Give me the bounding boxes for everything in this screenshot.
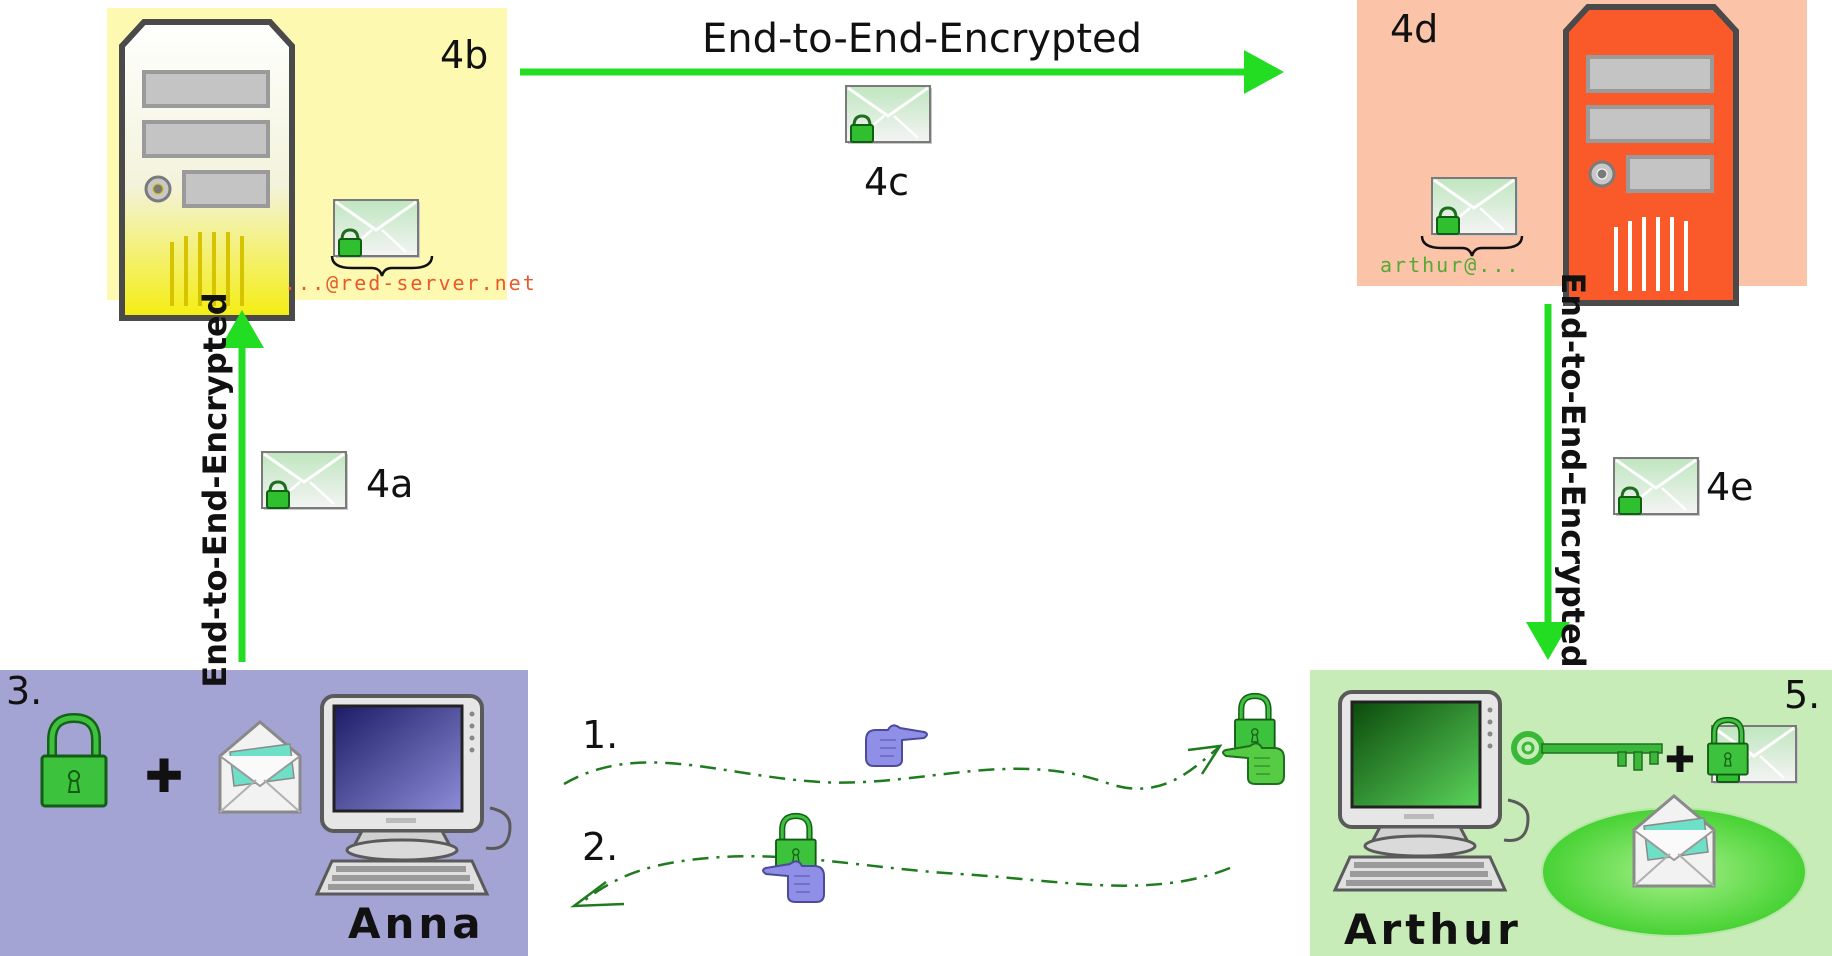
pointing-hand-icon — [1222, 742, 1285, 785]
step-3-label: 3. — [6, 669, 42, 713]
plus-icon: ✚ — [1665, 740, 1695, 781]
e2e-label-right: End-to-End-Encrypted — [1554, 272, 1592, 667]
key-transfer-path — [563, 747, 1219, 790]
anna-computer-icon — [315, 694, 489, 896]
left-transfer-arrow — [220, 310, 264, 662]
step-4a-label: 4a — [366, 462, 413, 506]
envelope-locked-icon — [1430, 176, 1520, 238]
anna-name: Anna — [348, 899, 485, 948]
arthur-name: Arthur — [1344, 905, 1522, 954]
envelope-locked-icon — [332, 198, 422, 260]
envelope-locked-icon — [260, 450, 350, 512]
step-4c-label: 4c — [864, 160, 909, 204]
sender-server-address: ...@red-server.net — [284, 271, 537, 295]
e2e-label-top: End-to-End-Encrypted — [702, 16, 1142, 62]
address-brace — [330, 255, 434, 277]
step-4b-label: 4b — [440, 33, 488, 77]
recipient-address: arthur@... — [1380, 253, 1520, 277]
step-2-label: 2. — [582, 825, 618, 869]
sender-server-icon — [122, 22, 292, 318]
pointing-hand-icon — [762, 860, 825, 903]
key-icon — [1511, 731, 1663, 771]
right-transfer-arrow — [1526, 304, 1570, 660]
envelope-locked-icon — [844, 84, 934, 146]
step-4e-label: 4e — [1706, 465, 1754, 509]
recipient-server-icon — [1566, 7, 1736, 303]
step-5-label: 5. — [1784, 673, 1820, 717]
top-transfer-arrow — [520, 50, 1284, 94]
address-brace — [1420, 235, 1524, 257]
arthur-computer-icon — [1333, 690, 1507, 892]
padlock-icon — [1235, 696, 1275, 751]
locked-message-path — [579, 854, 1231, 905]
envelope-locked-icon — [1612, 456, 1702, 518]
plus-icon: ✚ — [145, 749, 184, 803]
e2e-label-left: End-to-End-Encrypted — [196, 292, 234, 687]
pointing-hand-icon — [865, 724, 928, 767]
step-1-label: 1. — [582, 713, 618, 757]
step-4d-label: 4d — [1390, 7, 1438, 51]
